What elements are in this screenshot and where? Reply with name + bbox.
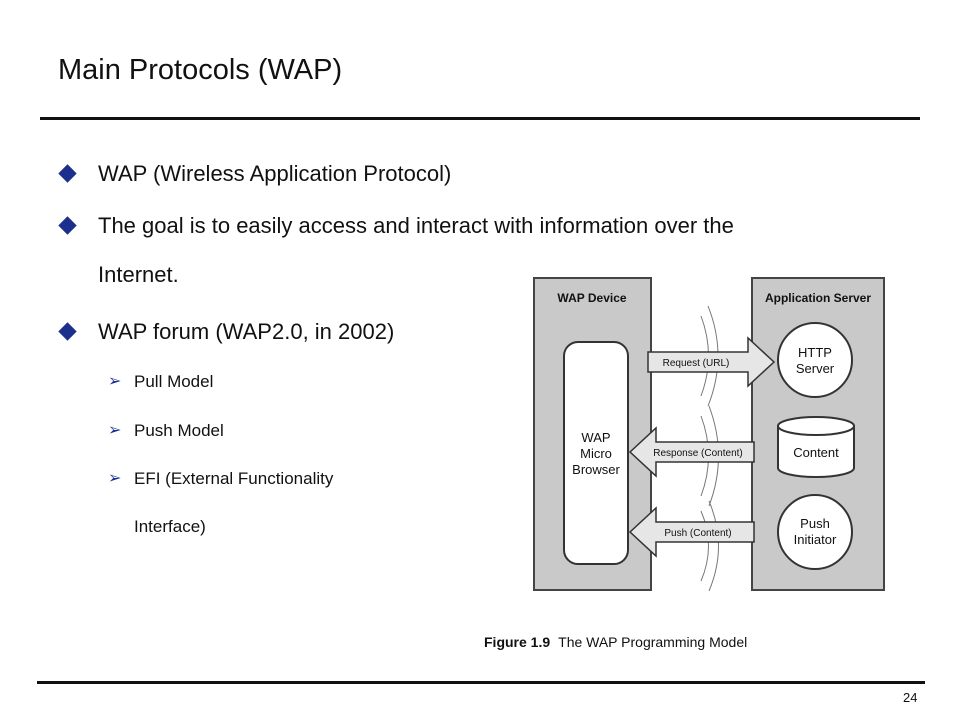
http-server-label-line1: HTTP [798, 345, 832, 360]
arrowhead-bullet-icon: ➢ [108, 422, 122, 439]
content-cylinder [777, 416, 855, 478]
request-arrow [647, 336, 776, 388]
bullet-text: WAP (Wireless Application Protocol) [98, 161, 452, 186]
browser-label-line1: WAP [581, 430, 610, 445]
figure-caption-text: The WAP Programming Model [558, 634, 748, 650]
footer-divider [37, 681, 925, 684]
browser-label-line3: Browser [572, 462, 620, 477]
diamond-bullet-icon [58, 164, 77, 183]
diamond-bullet-icon [58, 216, 77, 235]
title-divider [40, 117, 920, 120]
sub-bullet-text: Push Model [134, 421, 224, 440]
diamond-bullet-icon [58, 322, 77, 341]
http-server-circle [777, 322, 853, 398]
wap-device-title: WAP Device [557, 291, 626, 305]
figure-caption-number: Figure 1.9 [484, 634, 551, 650]
wap-diagram: WAP Device Application Server WAP Micro … [533, 277, 885, 592]
push-initiator-circle [777, 494, 853, 570]
wap-programming-model-figure: WAP Device Application Server WAP Micro … [516, 256, 916, 662]
push-initiator-label-line2: Initiator [794, 532, 837, 547]
push-initiator-label-line1: Push [800, 516, 830, 531]
bullet-text: The goal is to easily access and interac… [98, 213, 734, 238]
page-number: 24 [903, 690, 918, 705]
push-arrow [628, 506, 755, 558]
request-arrow-label: Request (URL) [663, 358, 730, 369]
arrowhead-bullet-icon: ➢ [108, 373, 122, 390]
bullet-continuation: Internet. [98, 262, 179, 287]
sub-bullet-continuation: Interface) [134, 517, 206, 536]
content-label: Content [793, 445, 839, 460]
micro-browser-box [563, 341, 629, 565]
sub-bullet-text: Pull Model [134, 372, 214, 391]
figure-caption: Figure 1.9 The WAP Programming Model [484, 634, 747, 650]
push-arrow-label: Push (Content) [664, 528, 731, 539]
bullet-text: WAP forum (WAP2.0, in 2002) [98, 319, 395, 344]
response-arrow-label: Response (Content) [653, 448, 743, 459]
arrowhead-bullet-icon: ➢ [108, 470, 122, 487]
browser-label-line2: Micro [580, 446, 612, 461]
sub-bullet-text: EFI (External Functionality [134, 469, 334, 488]
response-arrow [628, 426, 755, 478]
application-server-title: Application Server [765, 291, 871, 305]
http-server-label-line2: Server [796, 361, 835, 376]
slide-title: Main Protocols (WAP) [58, 54, 343, 86]
